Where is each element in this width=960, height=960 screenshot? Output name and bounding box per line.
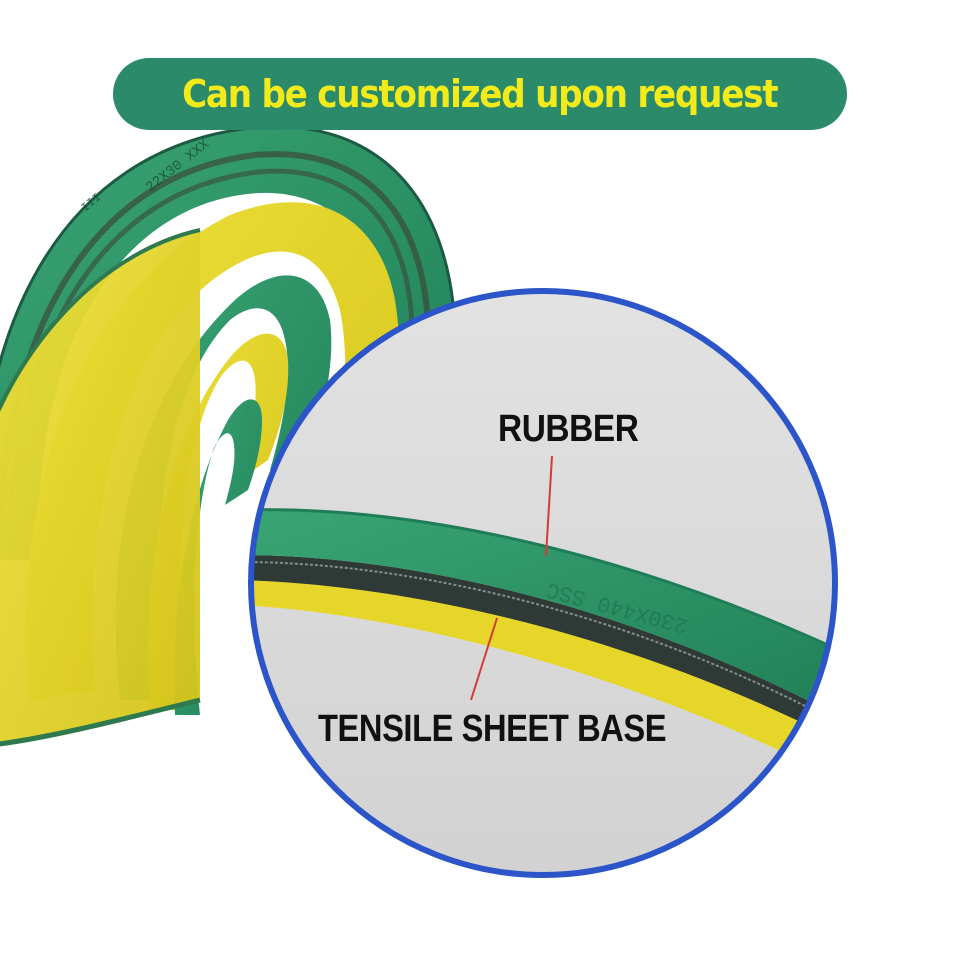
tensile-leader-line <box>470 617 498 701</box>
tensile-sheet-base-label: TENSILE SHEET BASE <box>318 708 667 750</box>
banner-text: Can be customized upon request <box>182 72 779 116</box>
zoom-ring <box>248 288 838 878</box>
zoom-detail: 230X440 SSC <box>248 288 838 878</box>
customization-banner: Can be customized upon request <box>113 58 847 130</box>
rubber-label: RUBBER <box>498 408 639 450</box>
outer-belt <box>0 126 456 560</box>
rubber-leader-line <box>545 455 553 557</box>
belt-stack: 22X30 XXX III <box>0 125 457 747</box>
